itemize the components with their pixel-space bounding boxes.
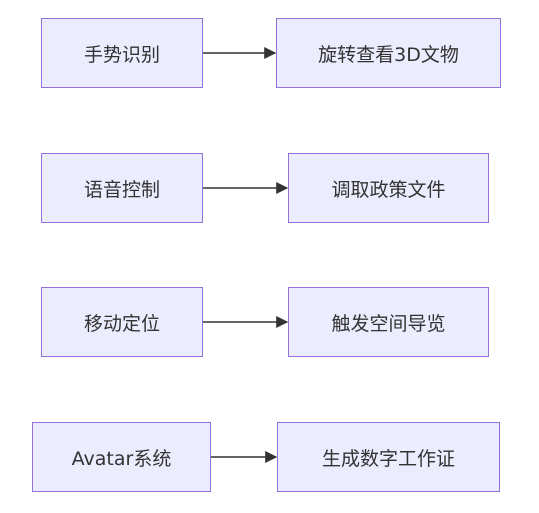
node-avatar-system: Avatar系统 [32,422,211,492]
node-generate-digital-badge: 生成数字工作证 [277,422,500,492]
node-gesture-recognition: 手势识别 [41,18,203,88]
node-retrieve-policy-docs: 调取政策文件 [288,153,489,223]
node-trigger-space-tour: 触发空间导览 [288,287,489,357]
node-voice-control: 语音控制 [41,153,203,223]
node-mobile-positioning: 移动定位 [41,287,203,357]
node-rotate-3d-artifact: 旋转查看3D文物 [276,18,501,88]
